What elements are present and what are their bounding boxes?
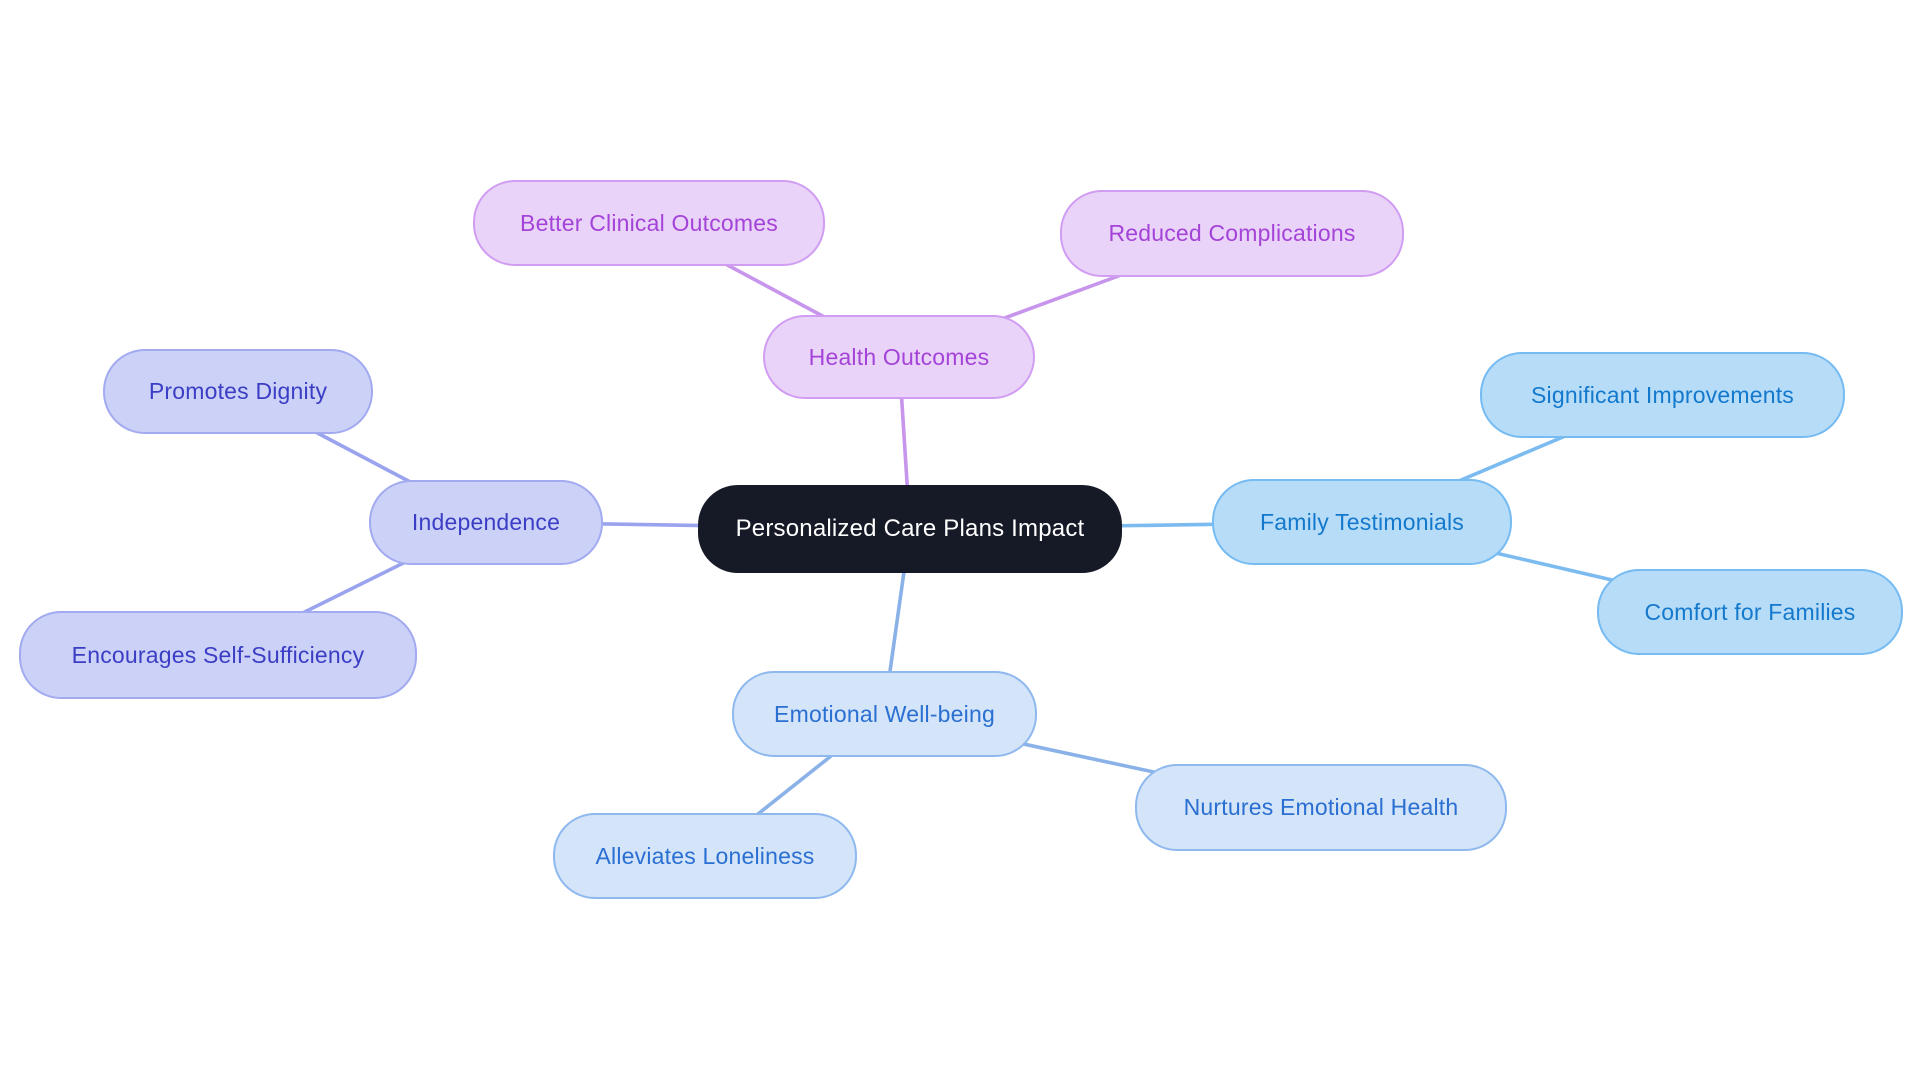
branch-node-health-outcomes[interactable]: Health Outcomes [763, 315, 1035, 399]
branch-node-emotional-wellbeing[interactable]: Emotional Well-being [732, 671, 1037, 757]
child-node-nurtures-emotional-health[interactable]: Nurtures Emotional Health [1135, 764, 1507, 851]
child-node-reduced-complications[interactable]: Reduced Complications [1060, 190, 1404, 277]
child-node-significant-improvements[interactable]: Significant Improvements [1480, 352, 1845, 438]
child-node-alleviates-loneliness[interactable]: Alleviates Loneliness [553, 813, 857, 899]
child-node-promotes-dignity[interactable]: Promotes Dignity [103, 349, 373, 434]
branch-node-family-testimonials[interactable]: Family Testimonials [1212, 479, 1512, 565]
child-node-better-clinical-outcomes[interactable]: Better Clinical Outcomes [473, 180, 825, 266]
branch-node-independence[interactable]: Independence [369, 480, 603, 565]
child-node-encourages-self-sufficiency[interactable]: Encourages Self-Sufficiency [19, 611, 417, 699]
child-node-comfort-for-families[interactable]: Comfort for Families [1597, 569, 1903, 655]
center-node-personalized-care-plans-impact[interactable]: Personalized Care Plans Impact [698, 485, 1122, 573]
